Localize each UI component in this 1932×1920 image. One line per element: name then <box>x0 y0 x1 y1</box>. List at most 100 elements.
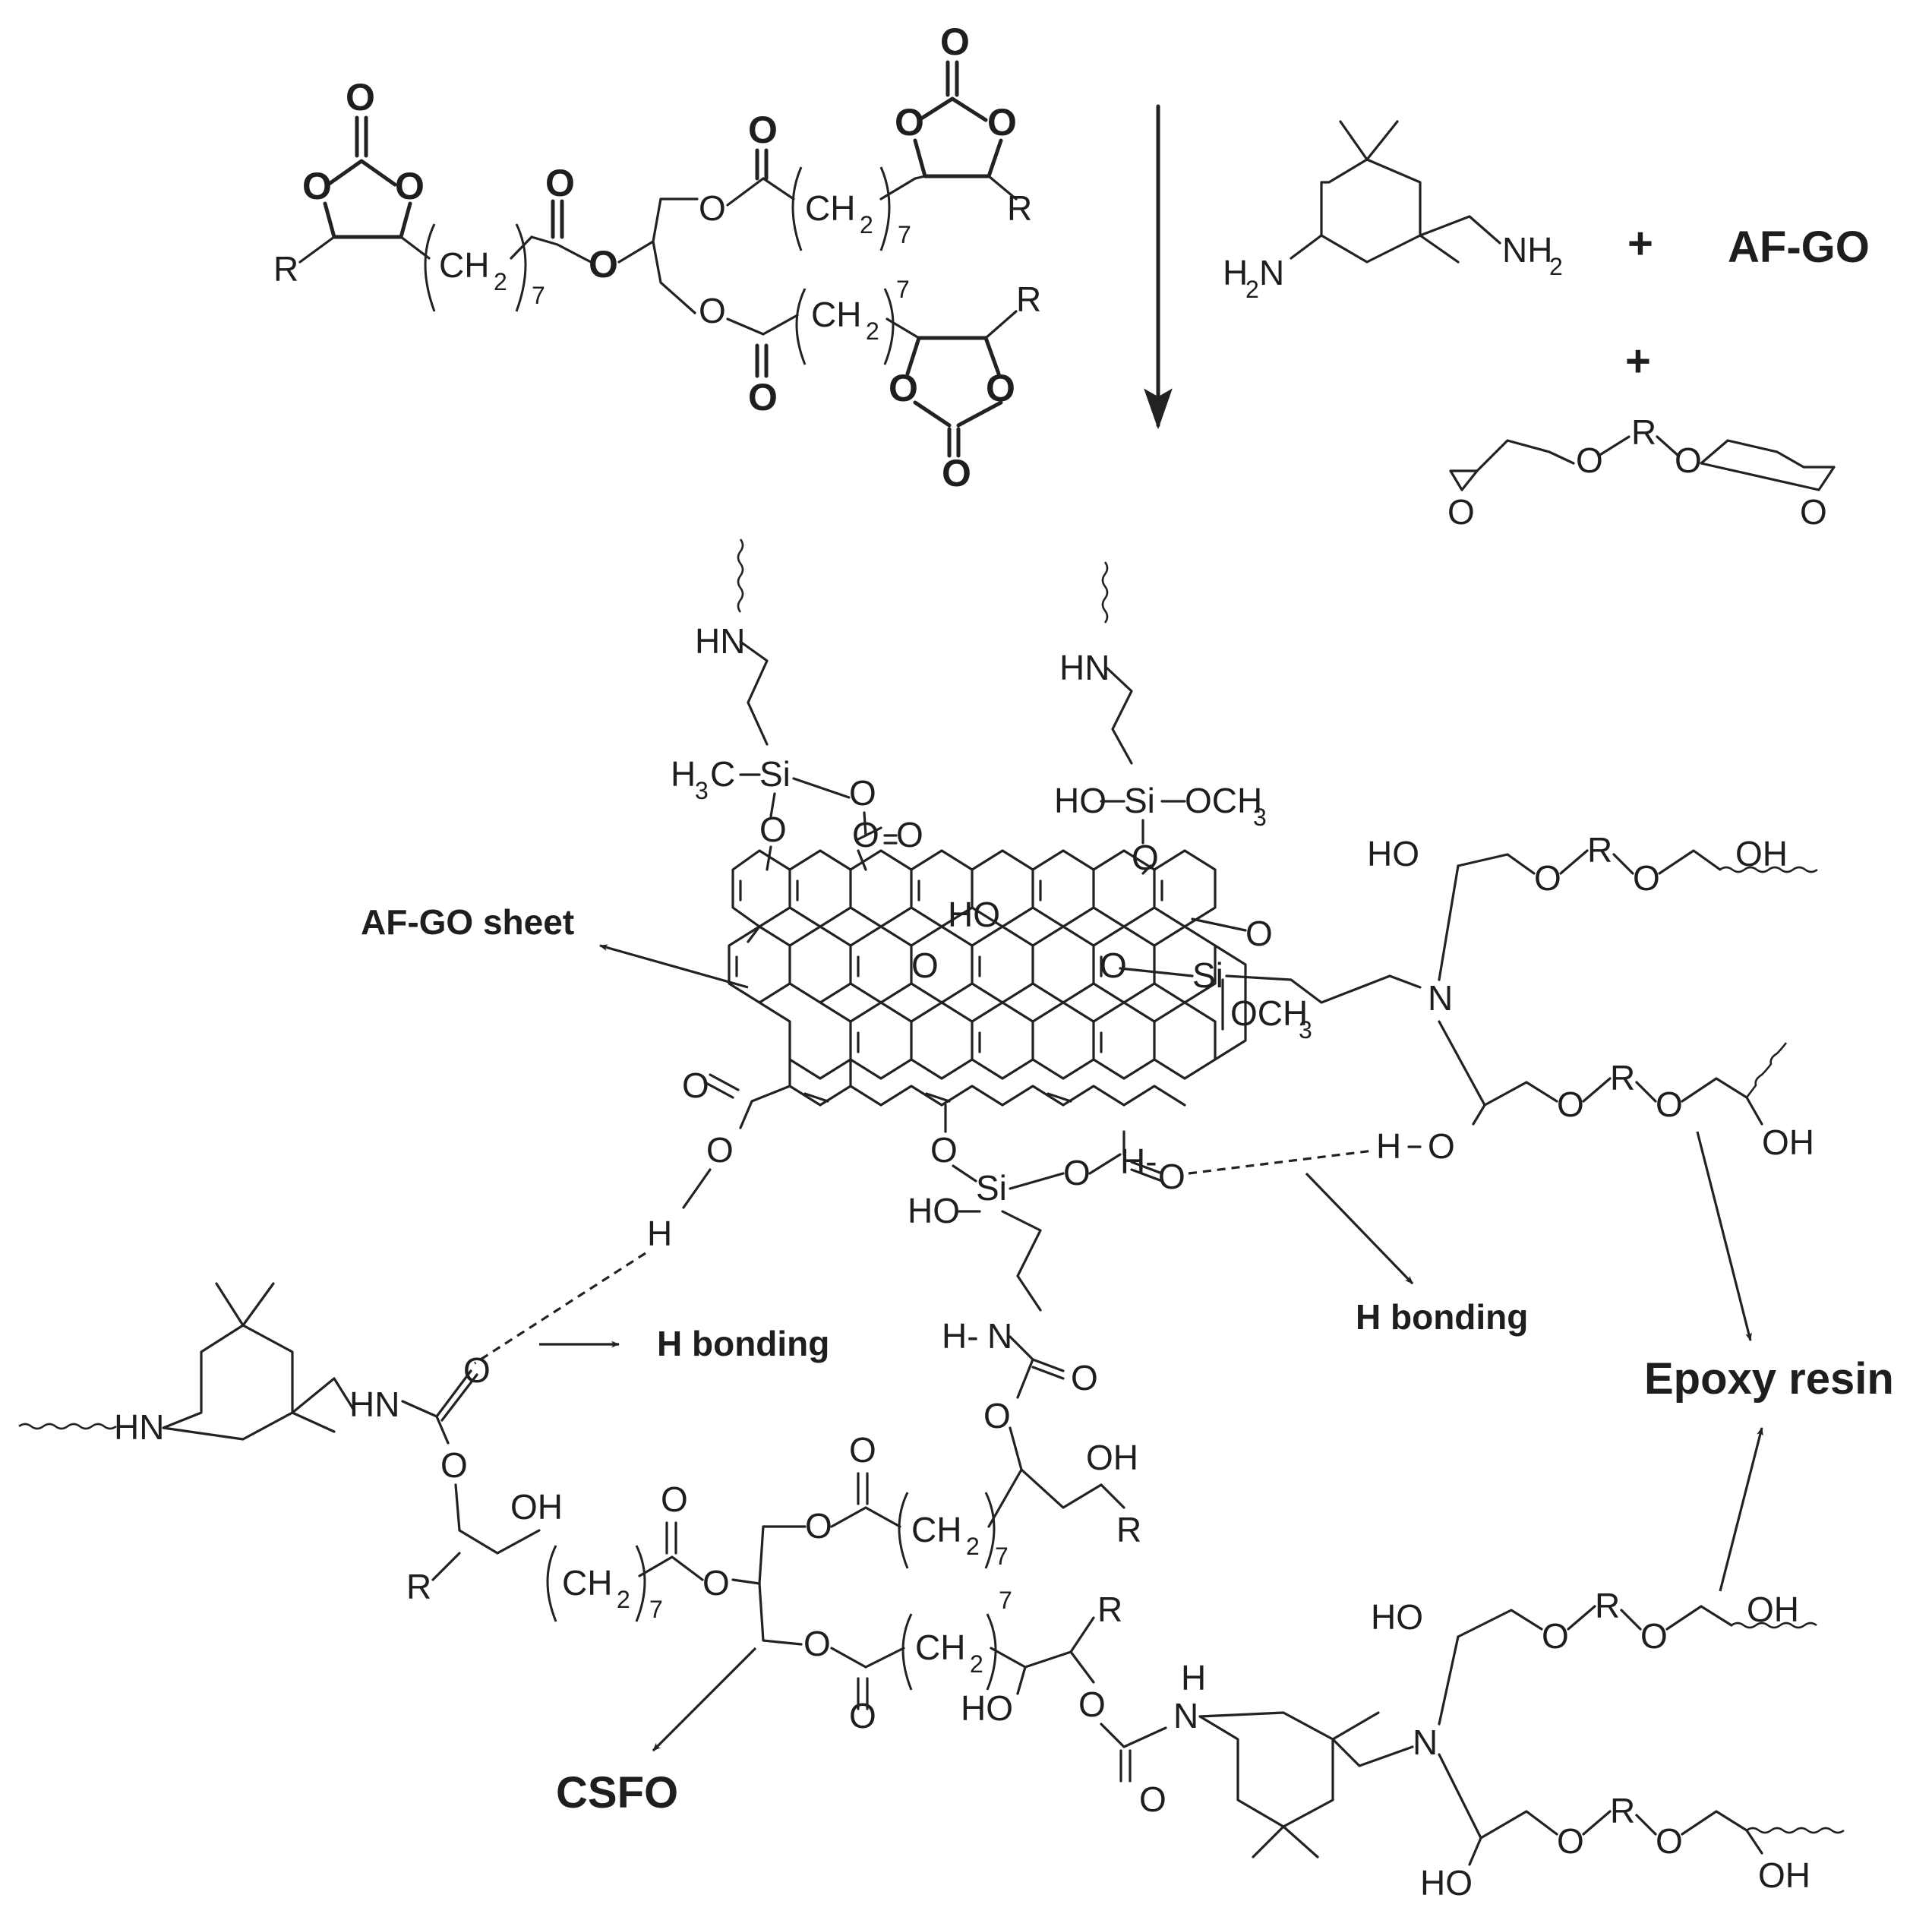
svg-text:HN: HN <box>695 621 745 661</box>
svg-text:O: O <box>699 291 726 330</box>
arrow-af-go-sheet <box>598 944 749 989</box>
label-epoxy-resin: Epoxy resin <box>1644 1354 1894 1404</box>
svg-text:R: R <box>1587 830 1612 870</box>
svg-text:O: O <box>803 1624 831 1663</box>
svg-text:O: O <box>1557 1821 1584 1861</box>
svg-text:O: O <box>759 810 787 849</box>
svg-text:OH: OH <box>1735 834 1788 873</box>
svg-text:Si: Si <box>759 754 791 794</box>
urethane-left: HN HN O O OH R CH 2 7 O O <box>18 1282 761 1623</box>
svg-text:HO: HO <box>961 1688 1013 1728</box>
svg-text:CH: CH <box>562 1563 612 1603</box>
svg-text:C: C <box>710 754 735 794</box>
arrow-epoxy-from-top <box>1696 1131 1752 1342</box>
svg-text:O: O <box>545 162 575 204</box>
svg-text:HO: HO <box>1420 1863 1473 1903</box>
aminosilane-top-left: HN H 3 C Si O O O O <box>671 538 923 871</box>
svg-text:R: R <box>1610 1791 1635 1830</box>
ipda-epoxy-bottom: N HO O R O OH O R O OH HO <box>1198 1586 1845 1903</box>
svg-text:2: 2 <box>966 1533 980 1560</box>
svg-text:OH: OH <box>1086 1438 1138 1477</box>
svg-text:H: H <box>1376 1126 1401 1166</box>
svg-text:O: O <box>346 76 375 118</box>
svg-text:N: N <box>987 1316 1012 1356</box>
svg-text:2: 2 <box>970 1650 983 1678</box>
carbonate-ring-bottom: O O O <box>889 336 1015 494</box>
svg-text:O: O <box>706 1130 734 1170</box>
svg-text:OH: OH <box>510 1487 563 1527</box>
svg-text:HO: HO <box>1371 1597 1423 1637</box>
carboxyl-left: O O H <box>474 1066 791 1365</box>
svg-text:3: 3 <box>695 777 709 804</box>
svg-text:N: N <box>1259 253 1284 292</box>
svg-text:R: R <box>406 1567 431 1606</box>
label-h-bonding-left: H bonding <box>657 1324 829 1363</box>
svg-text:O: O <box>661 1479 688 1519</box>
svg-text:7: 7 <box>896 276 910 303</box>
svg-text:O: O <box>1139 1779 1166 1819</box>
svg-text:O: O <box>748 376 778 418</box>
svg-text:O: O <box>440 1445 468 1485</box>
svg-text:HO: HO <box>948 895 1000 934</box>
svg-text:O: O <box>1656 1821 1683 1861</box>
svg-text:O: O <box>1063 1153 1091 1192</box>
label-csfo: CSFO <box>556 1768 678 1817</box>
arrow-epoxy-from-bottom <box>1719 1426 1763 1592</box>
svg-text:HO: HO <box>1367 834 1419 873</box>
diglycidyl-ether: O O R O O <box>1447 412 1836 532</box>
svg-text:O: O <box>682 1066 709 1105</box>
svg-text:O: O <box>1100 946 1127 985</box>
svg-text:O: O <box>1071 1358 1098 1397</box>
svg-text:O: O <box>702 1563 730 1603</box>
svg-text:O: O <box>1576 441 1603 480</box>
svg-text:R: R <box>273 249 298 289</box>
svg-text:7: 7 <box>999 1587 1012 1614</box>
svg-text:O: O <box>911 946 939 985</box>
svg-text:HO: HO <box>908 1191 960 1230</box>
svg-text:2: 2 <box>866 317 879 345</box>
svg-text:O: O <box>1447 492 1475 532</box>
svg-text:O: O <box>589 243 618 286</box>
svg-text:CH: CH <box>805 188 855 228</box>
svg-text:Si: Si <box>1124 781 1155 820</box>
csfo-backbone: O O CH 2 7 O O CH 2 7 R HO O O N H <box>758 1430 1206 1819</box>
svg-text:CH: CH <box>439 245 489 285</box>
svg-text:R: R <box>1097 1590 1122 1629</box>
graphene-oxide-sheet: HO O O <box>728 849 1247 1107</box>
silane-amine-bridge: O Si OCH 3 N <box>1119 864 1486 1107</box>
svg-text:O: O <box>1428 1126 1455 1166</box>
svg-text:O: O <box>1633 858 1660 898</box>
svg-text:2: 2 <box>860 211 873 238</box>
svg-text:OH: OH <box>1747 1590 1799 1629</box>
svg-text:H: H <box>647 1214 672 1253</box>
svg-text:3: 3 <box>1253 804 1267 831</box>
svg-text:O: O <box>1800 492 1827 532</box>
epoxy-arm-top: HO O R O OH <box>1367 830 1818 898</box>
svg-text:O: O <box>942 452 971 494</box>
svg-text:O: O <box>930 1130 958 1170</box>
svg-text:O: O <box>463 1350 491 1390</box>
svg-text:CH: CH <box>915 1628 965 1667</box>
svg-text:R: R <box>1116 1510 1141 1549</box>
svg-text:O: O <box>1542 1616 1569 1656</box>
svg-text:O: O <box>896 815 923 854</box>
svg-text:2: 2 <box>617 1586 630 1613</box>
af-go-reagent-label: AF-GO <box>1728 223 1870 272</box>
svg-text:NH: NH <box>1502 230 1552 270</box>
arrow-csfo <box>652 1647 757 1752</box>
label-af-go-sheet: AF-GO sheet <box>361 902 574 942</box>
svg-text:H-: H- <box>1120 1142 1157 1181</box>
svg-text:2: 2 <box>1549 253 1563 280</box>
svg-text:O: O <box>889 367 918 409</box>
svg-text:HO: HO <box>1054 781 1106 820</box>
svg-text:R: R <box>1007 188 1032 228</box>
svg-text:7: 7 <box>898 221 911 248</box>
svg-text:O: O <box>1078 1685 1106 1724</box>
svg-text:N: N <box>1428 978 1453 1018</box>
svg-text:Si: Si <box>976 1168 1007 1208</box>
svg-text:2: 2 <box>494 268 507 295</box>
svg-text:O: O <box>940 21 970 63</box>
svg-text:OH: OH <box>1762 1123 1814 1162</box>
svg-text:OH: OH <box>1758 1855 1810 1895</box>
